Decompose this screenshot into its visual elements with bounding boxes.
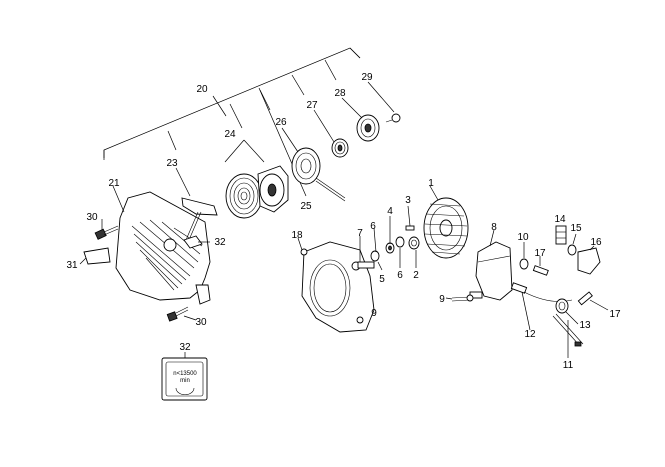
callout-20: 20: [196, 84, 208, 95]
starter-handle: [181, 197, 218, 241]
ignition-coil: [469, 241, 513, 301]
callout-31: 31: [66, 260, 78, 271]
badge-line1: n<13500: [173, 371, 197, 377]
callout-18: 18: [291, 230, 303, 241]
decal-31: [83, 247, 111, 265]
callout-8: 8: [491, 222, 497, 233]
callout-25: 25: [300, 201, 312, 212]
callout-26: 26: [275, 117, 287, 128]
callout-2: 2: [413, 270, 419, 281]
ratchet-disc: [356, 114, 380, 142]
plug-cap-16: [577, 247, 601, 275]
callout-6-lower: 6: [397, 270, 403, 281]
pawl-spring: [331, 138, 349, 158]
callout-28: 28: [334, 88, 346, 99]
spring-17-lower: [577, 291, 593, 306]
screw-9: [451, 294, 474, 302]
flywheel: [423, 197, 469, 259]
callout-3: 3: [405, 195, 411, 206]
callout-27: 27: [306, 100, 318, 111]
callout-9-left: 9: [439, 294, 445, 305]
plug-terminal-14: [555, 225, 567, 245]
callout-17-upper: 17: [534, 248, 546, 259]
callout-4: 4: [387, 206, 393, 217]
callout-1: 1: [428, 178, 434, 189]
nut-2: [408, 236, 420, 250]
washer-10: [519, 258, 529, 270]
washer-set: [370, 236, 405, 262]
starter-cover: [115, 191, 211, 305]
screw-30-lower: [166, 306, 189, 322]
callout-17-lower: 17: [609, 309, 621, 320]
callout-12: 12: [524, 329, 536, 340]
spring-17-upper: [532, 265, 549, 276]
callout-30-lower: 30: [195, 317, 207, 328]
ht-lead: [510, 282, 573, 302]
callout-16: 16: [590, 237, 602, 248]
cable-11: [552, 313, 584, 347]
badge-line2: min: [180, 378, 190, 384]
callout-23: 23: [166, 158, 178, 169]
label-32: [183, 235, 203, 249]
callout-10: 10: [517, 232, 529, 243]
screw-7: [351, 261, 375, 271]
fan-housing: [300, 241, 375, 333]
callout-9-housing: 9: [371, 308, 377, 319]
callout-5: 5: [379, 274, 385, 285]
callout-24: 24: [224, 129, 236, 140]
callout-29: 29: [361, 72, 373, 83]
screw-30-upper: [94, 225, 119, 240]
callout-30-upper: 30: [86, 212, 98, 223]
callout-32-cover: 32: [214, 237, 226, 248]
spring-case: [257, 165, 289, 213]
callout-7: 7: [357, 228, 363, 239]
callout-11: 11: [563, 360, 574, 371]
callout-21: 21: [108, 178, 120, 189]
callout-15: 15: [570, 223, 582, 234]
screw-29: [385, 113, 401, 123]
leader-lines: [79, 81, 609, 358]
callout-6-upper: 6: [370, 221, 376, 232]
callout-labels: 1 2 3 4 5 6 6 7 8 9 9 10 11 12 13 14 15 …: [66, 72, 621, 371]
callout-32-badge: 32: [179, 342, 191, 353]
rope-pulley: [291, 147, 346, 202]
grommet-13: [555, 298, 569, 314]
rewind-spring: [225, 173, 263, 219]
key-3: [405, 225, 415, 231]
callout-14: 14: [554, 214, 566, 225]
plug-15: [567, 244, 577, 256]
callout-13: 13: [579, 320, 591, 331]
label-badge-32: n<13500 min: [161, 357, 208, 401]
